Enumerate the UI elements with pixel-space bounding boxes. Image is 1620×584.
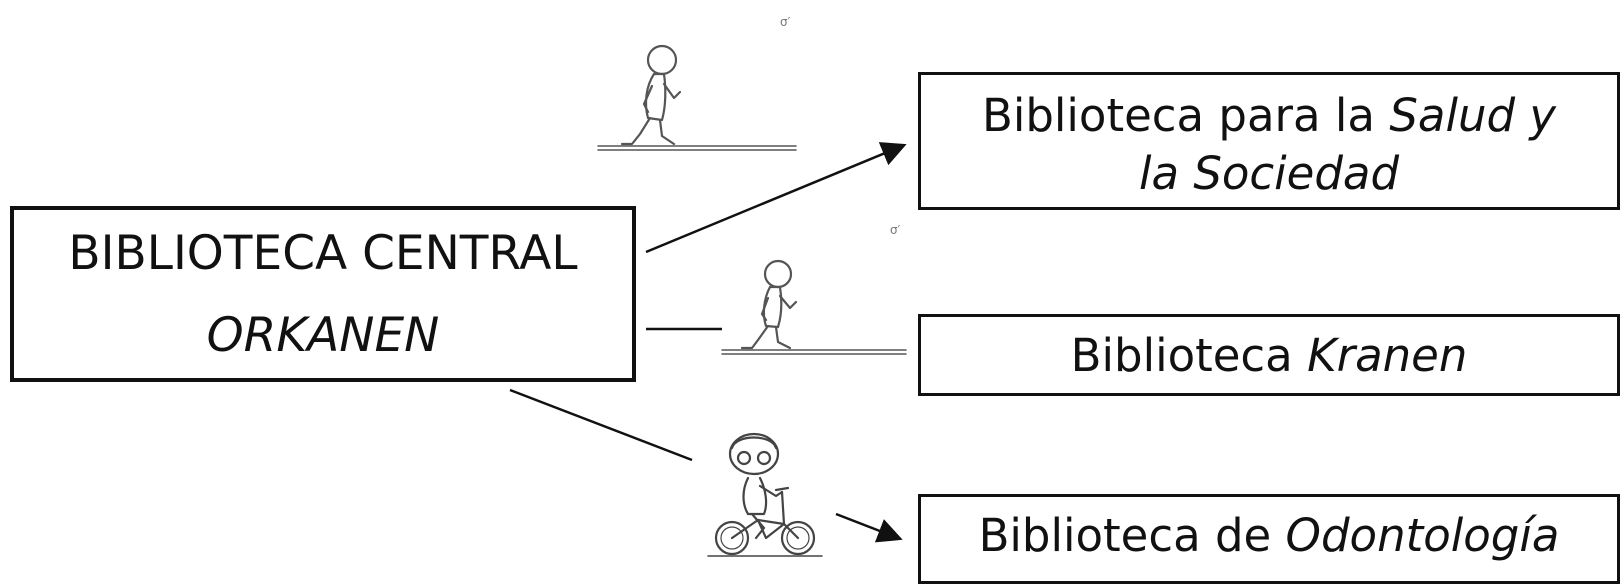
connector-to-salud <box>645 142 907 254</box>
walking-person-icon: σ′ <box>597 15 797 151</box>
odonto-library-label: Biblioteca de Odontología <box>921 497 1617 565</box>
central-library-subtitle: ORKANEN <box>206 308 440 363</box>
odonto-prefix: Biblioteca de <box>978 509 1286 562</box>
salud-library-box: Biblioteca para la Salud y la Sociedad <box>918 72 1620 210</box>
kranen-library-box: Biblioteca Kranen <box>918 314 1620 396</box>
connector-to-cyclist <box>509 388 693 462</box>
walking-person-icon: σ′ <box>721 223 907 355</box>
kranen-library-label: Biblioteca Kranen <box>921 317 1617 385</box>
svg-text:σ′: σ′ <box>780 15 791 29</box>
kranen-italic: Kranen <box>1307 329 1468 382</box>
central-library-box: BIBLIOTECA CENTRAL ORKANEN <box>10 206 636 382</box>
salud-library-label: Biblioteca para la Salud y la Sociedad <box>921 75 1617 203</box>
salud-italic-b: la Sociedad <box>1138 147 1400 200</box>
svg-text:σ′: σ′ <box>890 223 901 237</box>
odonto-library-box: Biblioteca de Odontología <box>918 494 1620 584</box>
odonto-italic: Odontología <box>1285 509 1560 562</box>
kranen-prefix: Biblioteca <box>1070 329 1308 382</box>
salud-prefix: Biblioteca para la <box>981 89 1390 142</box>
salud-italic-a: Salud y <box>1389 89 1556 142</box>
connector-to-odonto <box>835 512 903 543</box>
central-library-name: BIBLIOTECA CENTRAL <box>68 226 578 281</box>
cyclist-icon <box>707 432 823 557</box>
